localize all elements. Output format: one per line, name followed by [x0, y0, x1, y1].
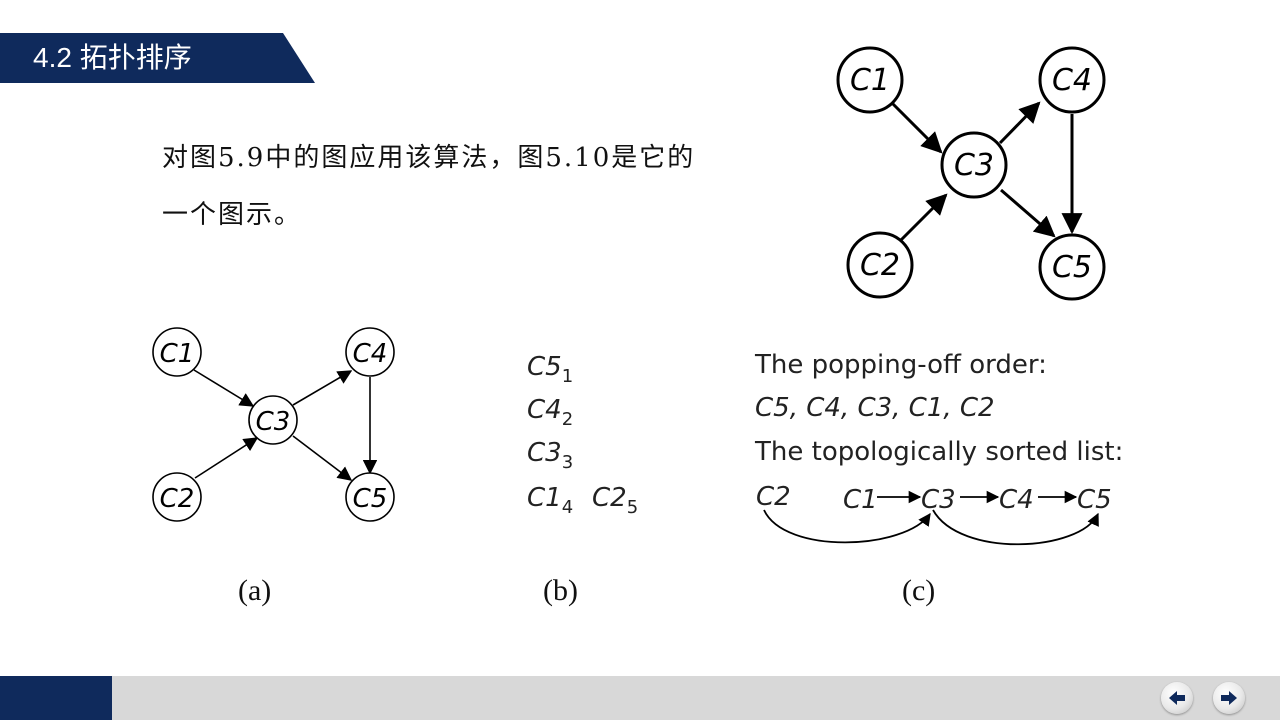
pop-row-5: C25 — [592, 483, 639, 518]
graph-top-node-c3: C3 — [940, 131, 1008, 199]
svg-text:C3: C3 — [954, 148, 994, 183]
caption-a: (a) — [238, 574, 272, 607]
body-line-1: 对图5.9中的图应用该算法，图5.10是它的 — [162, 143, 696, 173]
svg-text:C1: C1 — [160, 339, 195, 369]
svg-text:C5: C5 — [353, 484, 388, 514]
svg-text:C4: C4 — [353, 339, 388, 369]
sorted-node-c4: C4 — [999, 485, 1034, 515]
graph-top-node-c5: C5 — [1038, 233, 1106, 301]
section-title: 4.2 拓扑排序 — [33, 42, 192, 73]
svg-text:C2: C2 — [160, 484, 195, 514]
popping-title: The popping-off order: — [755, 350, 1047, 380]
caption-b: (b) — [543, 574, 578, 607]
edge-a-c2-c3 — [194, 437, 259, 479]
curve-c-c3-c5 — [932, 509, 1099, 546]
edge-top-c3-c5 — [1000, 188, 1056, 238]
graph-a-node-c1: C1 — [152, 327, 202, 377]
sorted-title: The topologically sorted list: — [755, 437, 1124, 467]
body-paragraph: 对图5.9中的图应用该算法，图5.10是它的 一个图示。 — [162, 130, 752, 244]
svg-text:C3: C3 — [256, 407, 291, 437]
pop-row-2: C42 — [527, 395, 574, 430]
graph-top-node-c2: C2 — [846, 231, 914, 299]
arrow-left-icon — [1169, 691, 1185, 705]
edge-top-c1-c3 — [890, 101, 943, 154]
edge-a-c3-c5 — [292, 435, 353, 481]
graph-a-node-c4: C4 — [345, 327, 395, 377]
edge-top-c3-c4 — [998, 101, 1041, 145]
next-slide-button[interactable] — [1213, 682, 1245, 714]
pop-row-1: C51 — [527, 352, 574, 387]
sorted-node-c3: C3 — [921, 485, 956, 515]
curve-c-c2-c3 — [763, 509, 931, 544]
svg-text:C4: C4 — [1052, 63, 1092, 98]
section-title-bar: 4.2 拓扑排序 — [0, 33, 315, 83]
edge-top-c2-c3 — [896, 193, 948, 245]
svg-text:C1: C1 — [850, 63, 890, 98]
svg-text:C5: C5 — [1052, 250, 1092, 285]
body-line-2: 一个图示。 — [162, 200, 303, 230]
arrow-right-icon — [1221, 691, 1237, 705]
graph-top-node-c1: C1 — [836, 46, 904, 114]
pop-row-3: C33 — [527, 438, 574, 473]
graph-a-node-c3: C3 — [248, 395, 298, 445]
footer-accent — [0, 676, 112, 720]
caption-c: (c) — [902, 574, 936, 607]
pop-row-4: C14 — [527, 483, 574, 518]
edge-a-c1-c3 — [193, 369, 255, 407]
sorted-node-c2: C2 — [756, 482, 791, 512]
edge-a-c3-c4 — [292, 370, 353, 406]
sorted-node-c5: C5 — [1077, 485, 1112, 515]
graph-a-node-c2: C2 — [152, 472, 202, 522]
svg-text:C2: C2 — [860, 248, 900, 283]
prev-slide-button[interactable] — [1161, 682, 1193, 714]
sorted-node-c1: C1 — [843, 485, 878, 515]
graph-top-node-c4: C4 — [1038, 46, 1106, 114]
popping-order: C5, C4, C3, C1, C2 — [755, 393, 995, 423]
graph-a-node-c5: C5 — [345, 472, 395, 522]
footer-bar — [0, 676, 1280, 720]
